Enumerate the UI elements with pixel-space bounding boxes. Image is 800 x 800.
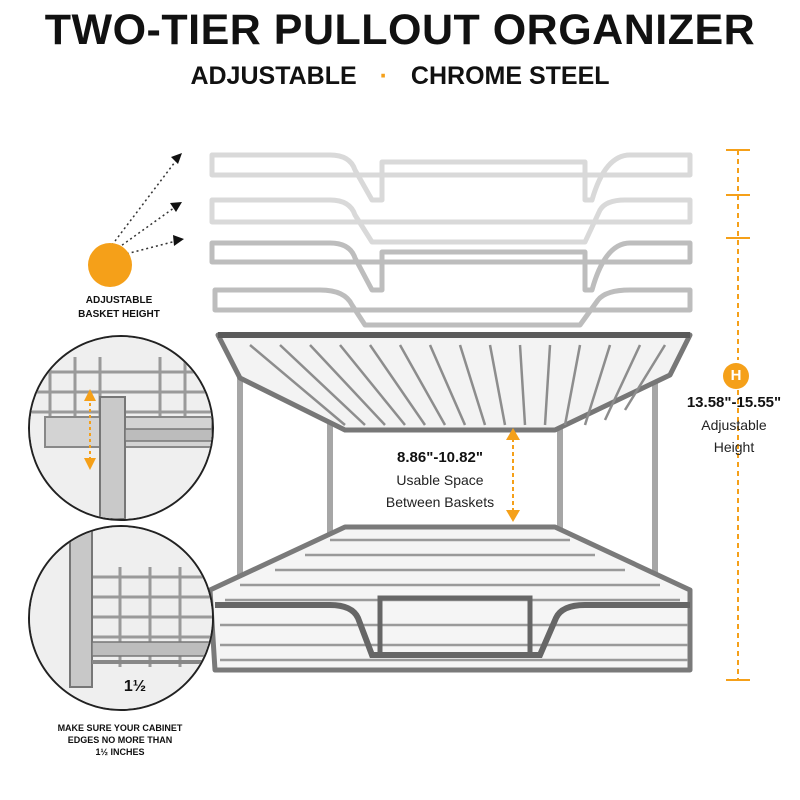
ghost-basket-top bbox=[209, 152, 693, 245]
upper-basket bbox=[215, 332, 693, 433]
height-badge-icon bbox=[723, 363, 749, 389]
cabinet-edge-note: MAKE SURE YOUR CABINET EDGES NO MORE THA… bbox=[57, 723, 183, 757]
subtitle-adjustable: ADJUSTABLE bbox=[190, 62, 357, 90]
subtitle-chrome-steel: CHROME STEEL bbox=[410, 62, 610, 90]
detail-circle-bottom bbox=[28, 525, 214, 711]
edge-value: 1½ bbox=[123, 678, 147, 695]
space-value: 8.86"-10.82" bbox=[397, 449, 483, 466]
adjustable-height-callout: 13.58"-15.55" Adjustable Height bbox=[668, 392, 800, 458]
lower-basket bbox=[207, 524, 693, 673]
page-title: TWO-TIER PULLOUT ORGANIZER bbox=[44, 6, 756, 54]
subtitle-separator: · bbox=[379, 62, 388, 90]
page-subtitle: ADJUSTABLE · CHROME STEEL bbox=[0, 62, 800, 91]
usable-space-callout: 8.86"-10.82" Usable Space Between Basket… bbox=[370, 447, 510, 513]
detail-circle-top bbox=[28, 335, 214, 521]
adjustable-basket-height-label: ADJUSTABLE BASKET HEIGHT bbox=[78, 295, 160, 320]
arrow-up-right-icon bbox=[111, 157, 181, 256]
ghost-basket-middle bbox=[209, 240, 693, 328]
space-dimension bbox=[506, 428, 520, 522]
height-dimension bbox=[726, 149, 750, 681]
height-value: 13.58"-15.55" bbox=[686, 394, 782, 411]
orange-dot-icon bbox=[88, 243, 132, 287]
height-badge-letter: H bbox=[730, 367, 742, 384]
